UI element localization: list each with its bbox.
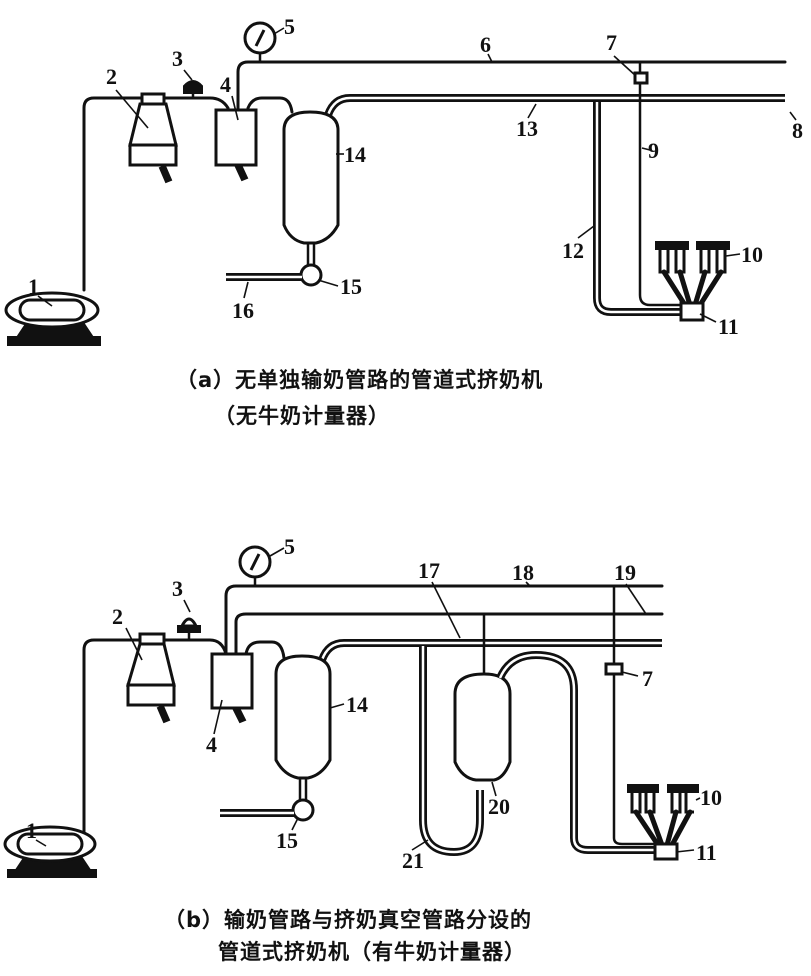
label-b-19: 19 [614,560,636,585]
label-b-11: 11 [696,840,717,865]
label-13: 13 [516,116,538,141]
label-9: 9 [648,138,659,163]
vacuum-line-18 [224,584,664,656]
milk-line-17 [318,639,662,662]
label-8: 8 [792,118,803,143]
sanitary-trap-b [210,652,254,724]
label-15: 15 [340,274,362,299]
figure-b-caption-line1: （b）输奶管路与挤奶真空管路分设的 [164,908,533,932]
milk-meter [453,672,512,782]
milk-pump-b [291,798,315,822]
figure-a-caption-line1: （a）无单独输奶管路的管道式挤奶机 [176,368,544,392]
label-b-4: 4 [206,732,217,757]
figure-a-labels: 1 2 3 4 5 6 7 8 9 10 11 12 13 1 [28,14,803,339]
vacuum-tank-b [125,632,176,724]
label-b-20: 20 [488,794,510,819]
label-2: 2 [106,64,117,89]
vacuum-line-main-b [82,638,228,834]
vacuum-pump-b [3,825,97,878]
label-b-18: 18 [512,560,534,585]
label-b-10: 10 [700,785,722,810]
label-14: 14 [344,142,366,167]
vacuum-pump [4,291,101,346]
label-16: 16 [232,298,254,323]
vacuum-tank [128,92,178,184]
label-b-7: 7 [642,666,653,691]
label-b-5: 5 [284,534,295,559]
teat-cups [655,241,730,308]
claw-b [653,842,679,861]
milk-receiver [282,110,340,268]
regulator-valve-b [177,617,201,640]
vacuum-line-main [82,96,230,292]
figure-b: 1 2 3 4 5 7 10 11 14 15 17 18 19 [3,534,722,878]
pulsator-b [604,662,624,676]
figure-b-caption-line2: 管道式挤奶机（有牛奶计量器） [218,940,526,964]
label-4: 4 [220,72,231,97]
regulator-valve [183,80,203,98]
label-7: 7 [606,30,617,55]
label-b-2: 2 [112,604,123,629]
label-b-14: 14 [346,692,368,717]
label-b-3: 3 [172,576,183,601]
milk-line-13 [324,94,785,117]
vacuum-gauge [243,21,277,62]
pulse-tube-b [612,674,660,846]
trap-to-receiver-pipe [246,96,294,114]
vacuum-gauge-b [238,545,272,586]
label-b-15: 15 [276,828,298,853]
figure-a-caption-line2: （无牛奶计量器） [214,404,390,428]
label-12: 12 [562,238,584,263]
figure-b-labels: 1 2 3 4 5 7 10 11 14 15 17 18 19 [26,534,722,873]
trap-to-receiver-pipe-b [244,640,286,660]
pulse-tube-9 [638,98,686,307]
pulsator [633,62,649,98]
label-3: 3 [172,46,183,71]
sanitary-trap [214,108,258,182]
label-b-1: 1 [26,818,37,843]
milk-tube-arch [496,650,662,854]
label-b-17: 17 [418,558,440,583]
pulsator-line-19 [234,612,664,656]
label-11: 11 [718,314,739,339]
pulsator-vacuum-line-6 [236,60,787,112]
claw [679,301,705,322]
figure-a: 1 2 3 4 5 6 7 8 9 10 11 12 13 1 [4,14,803,346]
milk-receiver-b [274,654,332,800]
label-10: 10 [741,242,763,267]
teat-cups-b [627,784,699,848]
label-1: 1 [28,274,39,299]
label-5: 5 [284,14,295,39]
milk-pump [299,263,323,287]
label-6: 6 [480,32,491,57]
label-b-21: 21 [402,848,424,873]
